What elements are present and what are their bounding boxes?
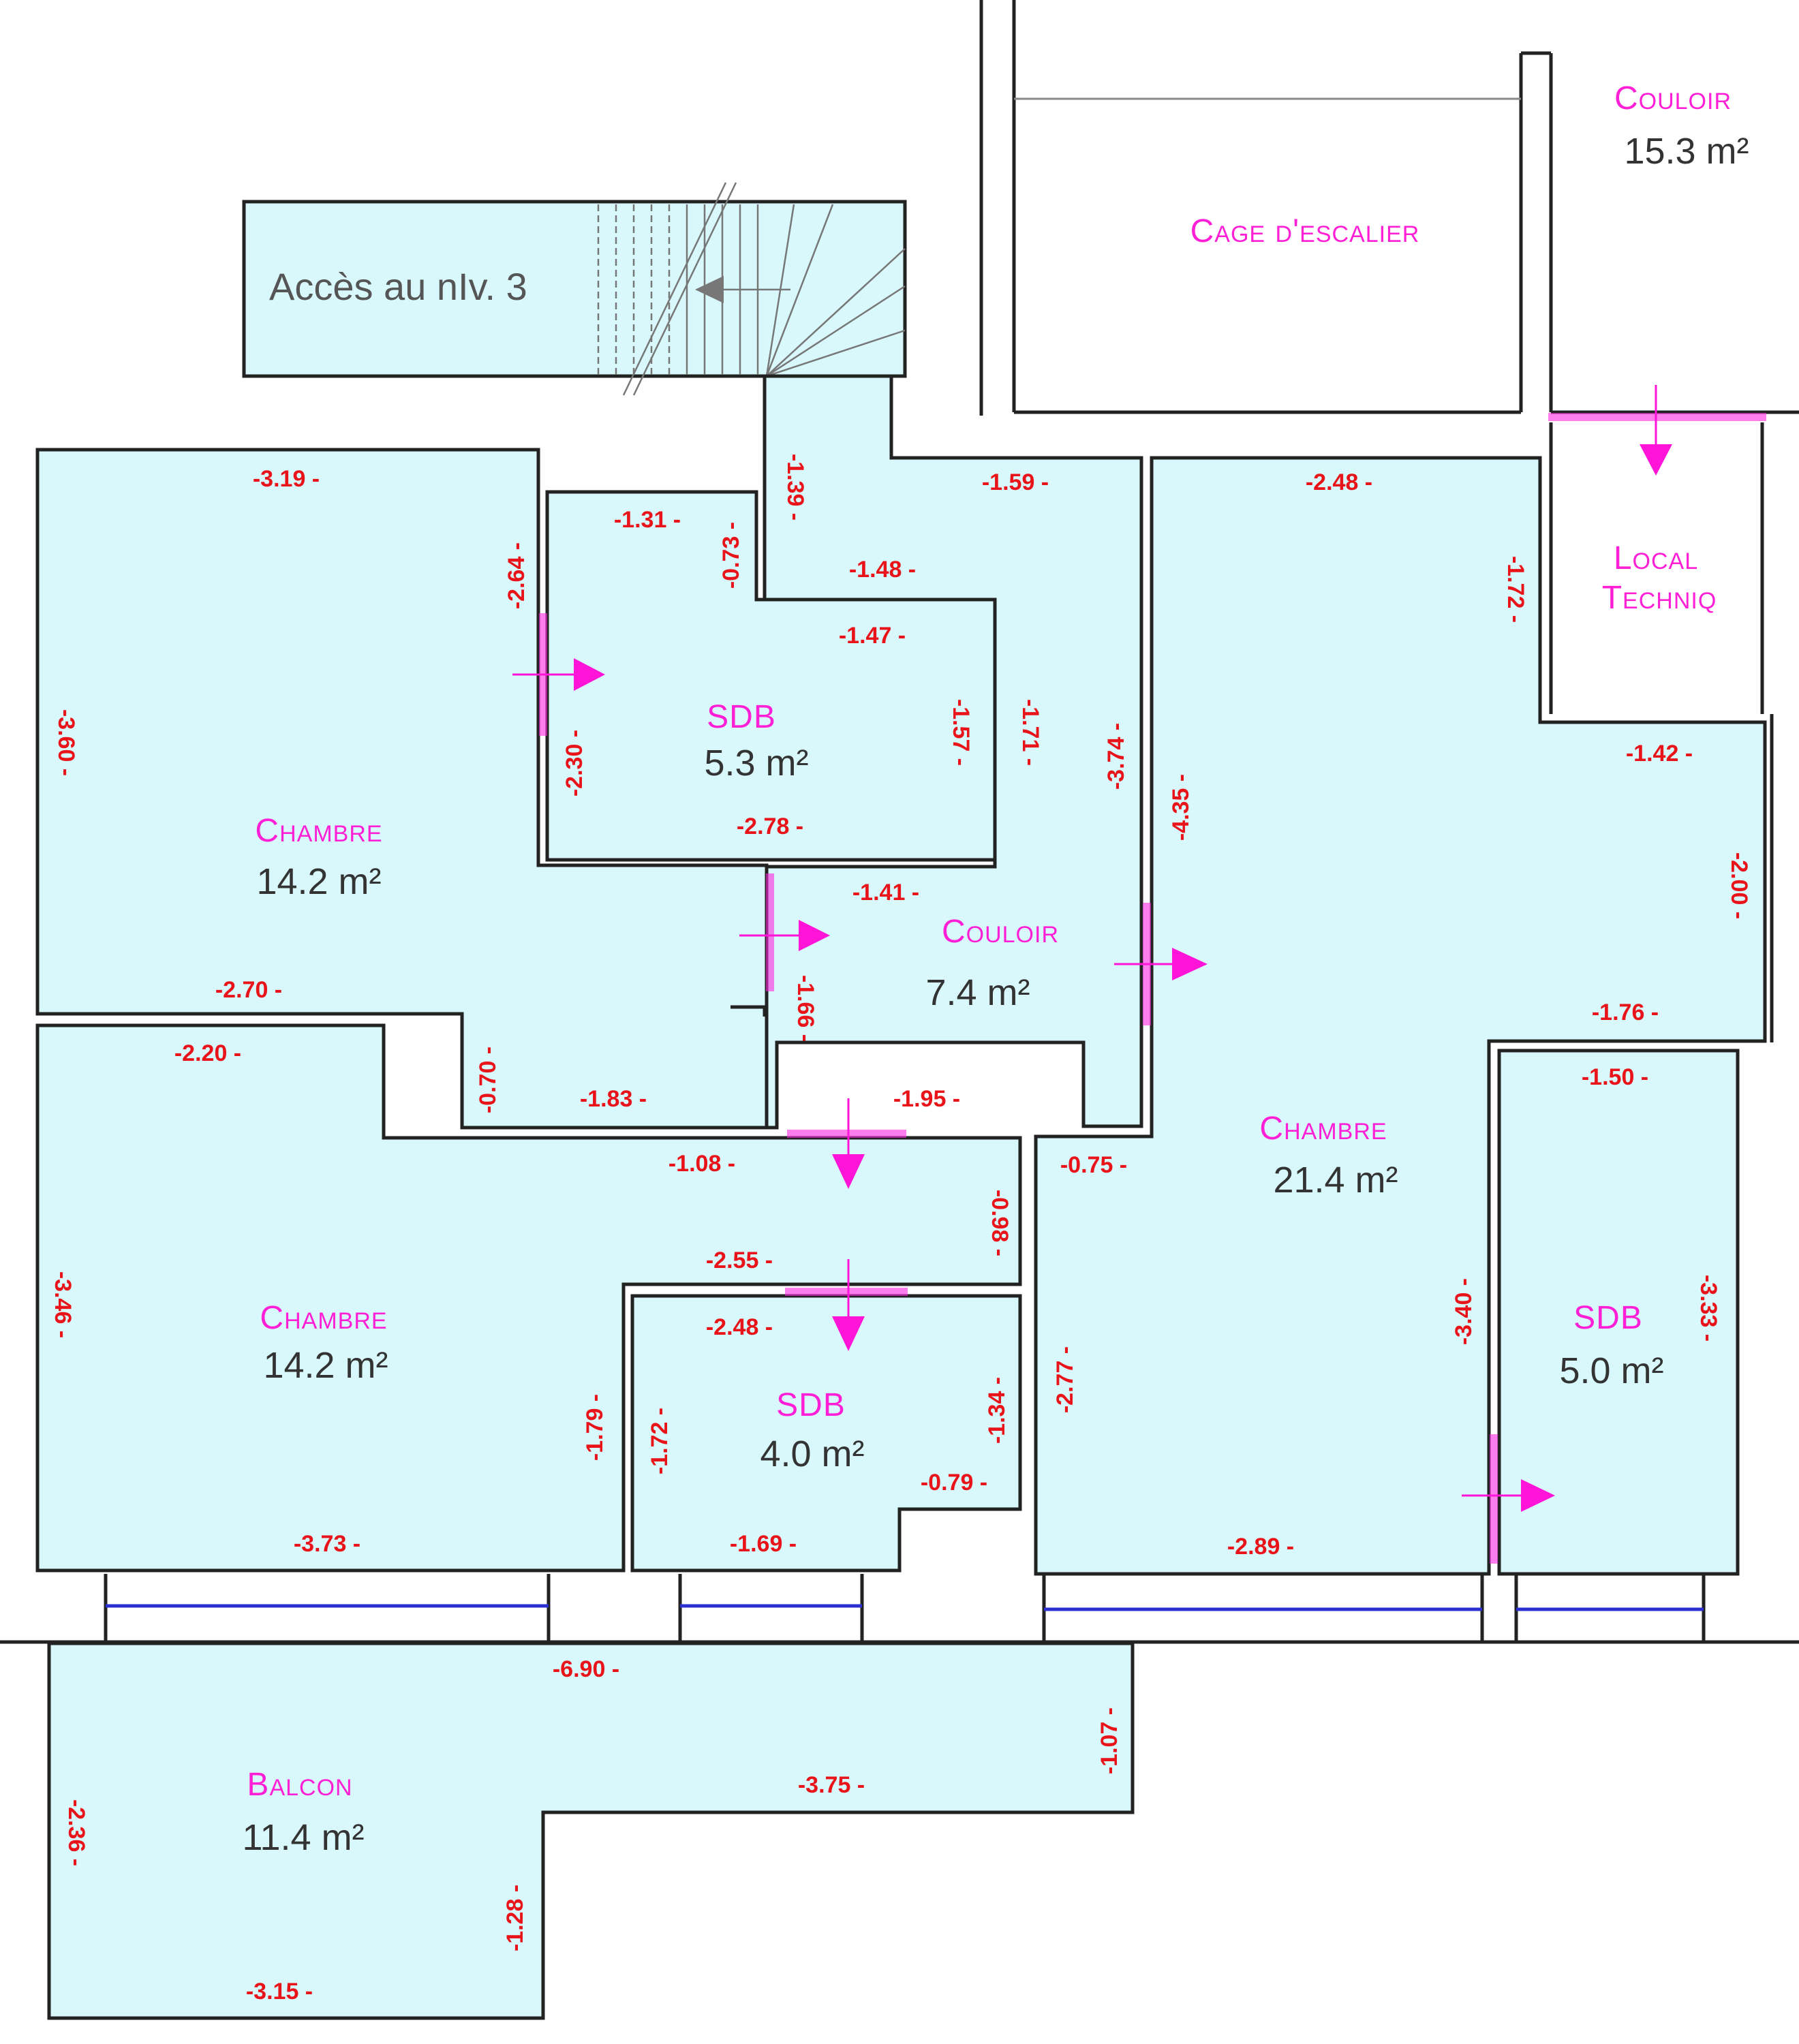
stair-access-block	[242, 200, 907, 378]
room-balcon	[47, 1641, 1135, 2020]
dimension-label: -3.19 -	[253, 466, 320, 492]
dimension-label: -1.72 -	[1503, 556, 1528, 623]
dimension-label: -2.00 -	[1726, 852, 1752, 919]
staircase-steps	[597, 182, 906, 396]
dimension-label: -1.08 -	[668, 1151, 735, 1177]
dimension-label: -1.47 -	[839, 623, 906, 649]
dimension-label: -3.46 -	[50, 1271, 76, 1338]
dimension-labels: -3.19 - -2.64 - -3.60 - -1.31 - -0.73 - -1.39…	[50, 454, 1752, 2004]
arrow-down-icon	[1640, 444, 1672, 476]
dimension-label: -1.31 -	[614, 507, 681, 533]
room-name-balcon: Balcon	[247, 1767, 352, 1803]
dimension-label: -2.64 -	[504, 542, 529, 609]
dimension-label: -2.20 -	[174, 1040, 241, 1066]
doors	[539, 413, 1766, 1564]
dimension-label: -0.75 -	[1060, 1152, 1127, 1178]
room-chambre-sw	[35, 1023, 1022, 1573]
room-name-sdb-e: SDB	[1573, 1300, 1643, 1336]
room-name-chambre-nw: Chambre	[255, 813, 382, 849]
dimension-label: -2.36 -	[63, 1799, 89, 1866]
arrow-down-icon	[832, 1316, 865, 1351]
dimension-label: -1.71 -	[1017, 699, 1043, 766]
arrow-right-icon	[799, 920, 830, 951]
dimension-label: -1.95 -	[893, 1086, 960, 1112]
stair-direction-arrow-icon	[695, 276, 724, 303]
dimension-label: -1.57 -	[948, 699, 974, 766]
dimension-label: -6.90 -	[553, 1656, 619, 1682]
room-area-sdb-n: 5.3 m²	[704, 743, 808, 784]
dimension-label: -1.28 -	[502, 1885, 528, 1951]
dimension-label: -3.33 -	[1695, 1275, 1721, 1342]
dimension-label: -2.70 -	[215, 977, 282, 1003]
room-area-chambre-e: 21.4 m²	[1273, 1160, 1398, 1201]
dimension-label: -2.77 -	[1052, 1346, 1078, 1413]
room-area-couloir-center: 7.4 m²	[925, 972, 1030, 1013]
dimension-label: -2.48 -	[706, 1314, 773, 1340]
arrow-right-icon	[574, 658, 605, 691]
room-name-couloir-top: Couloir	[1614, 80, 1732, 117]
arrow-right-icon	[1521, 1479, 1555, 1512]
dimension-label: -2.78 -	[737, 814, 803, 839]
stair-access-label: Accès au nIv. 3	[269, 265, 527, 308]
dimension-label: -0.98 -	[987, 1190, 1013, 1256]
room-name-couloir-center: Couloir	[942, 914, 1059, 950]
dimension-label: -2.55 -	[706, 1248, 773, 1273]
windows	[104, 1574, 1706, 1642]
dimension-label: -0.79 -	[921, 1470, 987, 1496]
dimension-label: -1.83 -	[580, 1086, 647, 1112]
room-chambre-e	[1034, 456, 1767, 1576]
room-area-chambre-sw: 14.2 m²	[263, 1345, 388, 1386]
room-name-local-technique-line2: Techniq	[1602, 580, 1717, 616]
room-couloir-center	[763, 374, 1143, 1130]
arrow-right-icon	[1172, 948, 1208, 980]
dimension-label: -3.15 -	[246, 1979, 313, 2004]
room-name-chambre-sw: Chambre	[260, 1300, 387, 1336]
room-area-chambre-nw: 14.2 m²	[256, 861, 381, 902]
dimension-label: -4.35 -	[1168, 774, 1194, 841]
room-name-local-technique-line1: Local	[1614, 540, 1698, 576]
room-area-couloir-top: 15.3 m²	[1624, 131, 1749, 172]
dimension-label: -3.75 -	[798, 1772, 865, 1798]
dimension-label: -1.72 -	[647, 1408, 673, 1474]
room-name-cage-escalier: Cage d'escalier	[1190, 213, 1420, 249]
dimension-label: -1.76 -	[1592, 1000, 1659, 1025]
dimension-label: -2.89 -	[1227, 1534, 1294, 1560]
dimension-label: -3.40 -	[1451, 1278, 1477, 1345]
arrow-down-icon	[832, 1154, 865, 1189]
dimension-label: -3.74 -	[1103, 723, 1129, 790]
room-area-sdb-e: 5.0 m²	[1559, 1350, 1663, 1391]
room-area-balcon: 11.4 m²	[242, 1817, 364, 1858]
dimension-label: -2.30 -	[562, 730, 587, 796]
dimension-label: -0.70 -	[475, 1047, 501, 1113]
dimension-label: -2.48 -	[1306, 469, 1372, 495]
dimension-label: -1.59 -	[982, 469, 1049, 495]
dimension-label: -1.69 -	[730, 1531, 797, 1557]
dimension-label: -3.60 -	[53, 709, 79, 776]
dimension-label: -1.50 -	[1582, 1064, 1648, 1090]
dimension-label: -3.73 -	[294, 1531, 360, 1557]
dimension-label: -1.48 -	[849, 557, 916, 583]
room-name-sdb-s: SDB	[776, 1387, 846, 1423]
dimension-label: -1.34 -	[984, 1377, 1010, 1444]
dimension-label: -1.41 -	[852, 880, 919, 905]
dimension-label: -1.07 -	[1096, 1707, 1122, 1774]
room-area-sdb-s: 4.0 m²	[760, 1434, 864, 1474]
dimension-label: -1.79 -	[582, 1394, 608, 1461]
dimension-label: -1.42 -	[1626, 741, 1693, 766]
dimension-label: -1.39 -	[782, 454, 808, 521]
room-name-sdb-n: SDB	[707, 699, 776, 735]
dimension-label: -0.73 -	[718, 522, 744, 589]
room-sdb-s	[630, 1294, 1022, 1573]
door-arrows	[512, 385, 1672, 1512]
room-name-chambre-e: Chambre	[1259, 1111, 1387, 1147]
dimension-label: -1.66 -	[793, 975, 818, 1042]
room-sdb-e	[1497, 1049, 1740, 1576]
